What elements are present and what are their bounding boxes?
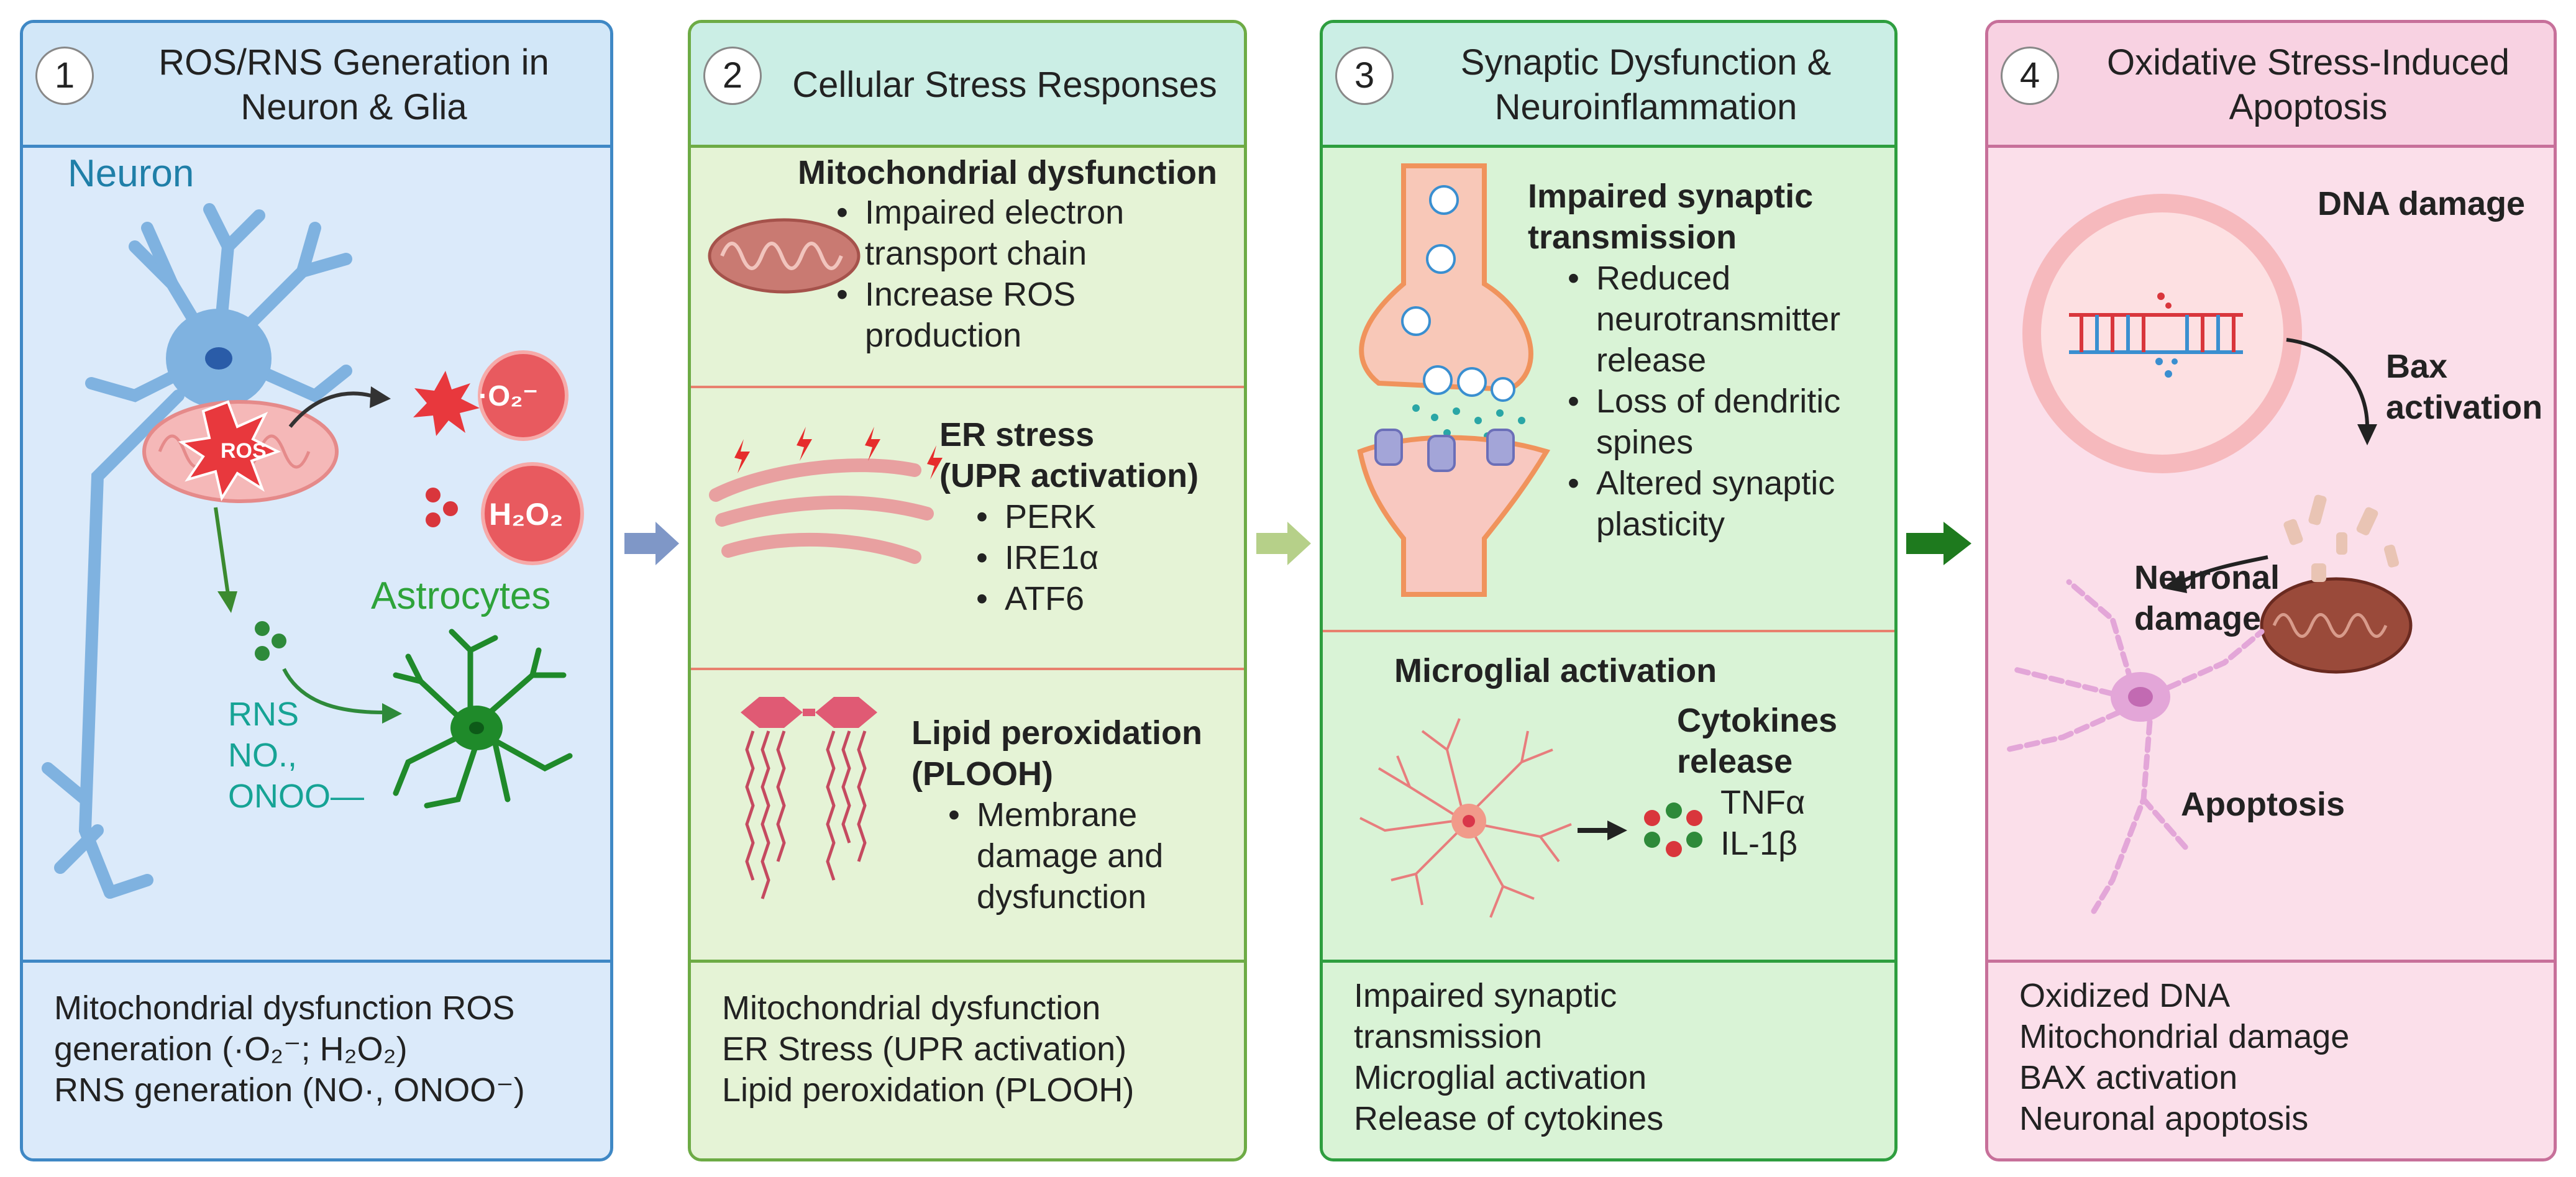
cytokines-heading: release xyxy=(1677,743,1793,780)
dna-damage-label: DNA damage xyxy=(2318,185,2526,222)
section-heading: Lipid peroxidation xyxy=(911,714,1202,752)
step-number: 1 xyxy=(35,47,94,105)
panel-header: 3 Synaptic Dysfunction & Neuroinflammati… xyxy=(1323,23,1894,148)
section-heading: ER stress xyxy=(939,416,1095,453)
section-divider xyxy=(691,386,1244,388)
bullet-item: PERK xyxy=(967,496,1098,537)
bullet-item: Loss of dendritic spines xyxy=(1559,381,1894,463)
summary-line: transmission xyxy=(1354,1018,1543,1055)
bullet-item: IRE1α xyxy=(967,537,1098,578)
panel-synaptic-dysfunction: 3 Synaptic Dysfunction & Neuroinflammati… xyxy=(1320,20,1898,1161)
panel-ros-rns-generation: 1 ROS/RNS Generation in Neuron & Glia Ne… xyxy=(20,20,613,1161)
summary-line: generation (·O₂⁻; H₂O₂) xyxy=(54,1030,408,1068)
section-heading: (PLOOH) xyxy=(911,755,1053,793)
astrocytes-label: Astrocytes xyxy=(371,575,551,617)
bullet-item: ATF6 xyxy=(967,578,1098,619)
summary-line: Impaired synaptic xyxy=(1354,977,1617,1014)
rns-label-3: ONOO— xyxy=(228,778,365,815)
summary-line: Mitochondrial damage xyxy=(2019,1018,2350,1055)
section-heading: transmission xyxy=(1528,219,1737,256)
summary-line: Release of cytokines xyxy=(1354,1100,1664,1137)
panel-title: ROS/RNS Generation in Neuron & Glia xyxy=(158,42,549,127)
bullet-item: Reduced neurotransmitter release xyxy=(1559,258,1894,381)
synapse-illustration xyxy=(1357,163,1702,918)
neuronal-damage-label: damage xyxy=(2134,600,2262,637)
bullet-list: PERK IRE1α ATF6 xyxy=(967,496,1098,619)
h2o2-label: H₂O₂ xyxy=(489,497,564,532)
neuronal-damage-label: Neuronal xyxy=(2134,559,2280,596)
cytokine-item: IL-1β xyxy=(1720,825,1798,862)
panel-cellular-stress: 2 Cellular Stress Responses xyxy=(688,20,1247,1161)
bullet-list: Impaired electron transport chain Increa… xyxy=(828,192,1151,356)
flow-arrow-2 xyxy=(1256,522,1311,565)
superoxide-label: ·O₂⁻ xyxy=(478,379,538,412)
bullet-item: Membrane damage and dysfunction xyxy=(939,794,1200,917)
bullet-item: Impaired electron transport chain xyxy=(828,192,1151,274)
summary-line: Microglial activation xyxy=(1354,1059,1647,1096)
summary-line: Mitochondrial dysfunction ROS xyxy=(54,989,515,1027)
flow-arrow-3 xyxy=(1906,522,1971,565)
apoptosis-label: Apoptosis xyxy=(2181,786,2345,823)
summary-line: Oxidized DNA xyxy=(2019,977,2231,1014)
panel-apoptosis: 4 Oxidative Stress-Induced Apoptosis xyxy=(1985,20,2557,1161)
summary-line: RNS generation (NO·, ONOO⁻) xyxy=(54,1071,525,1109)
bullet-item: Altered synaptic plasticity xyxy=(1559,463,1894,545)
panel-summary: Mitochondrial dysfunction ROS generation… xyxy=(23,960,610,1158)
panel-summary: Mitochondrial dysfunction ER Stress (UPR… xyxy=(691,960,1244,1158)
bax-activation-label: activation xyxy=(2386,389,2543,426)
stress-illustrations xyxy=(708,218,943,899)
panel-header: 2 Cellular Stress Responses xyxy=(691,23,1244,148)
rns-label-2: NO., xyxy=(228,737,298,774)
neuron-label: Neuron xyxy=(68,152,194,195)
cytokine-item: TNFα xyxy=(1720,784,1806,821)
summary-line: BAX activation xyxy=(2019,1059,2238,1096)
rns-label-1: RNS xyxy=(228,696,299,733)
panel-summary: Impaired synaptic transmission Microglia… xyxy=(1323,960,1894,1158)
neuron-illustration xyxy=(42,203,584,899)
step-number: 3 xyxy=(1335,47,1394,105)
panel-title: Synaptic Dysfunction & Neuroinflammation xyxy=(1460,42,1832,127)
section-divider xyxy=(1323,630,1894,632)
bullet-item: Increase ROS production xyxy=(828,274,1151,356)
panel-title: Cellular Stress Responses xyxy=(792,64,1217,105)
section-heading: Microglial activation xyxy=(1394,652,1717,689)
bullet-list: Membrane damage and dysfunction xyxy=(939,794,1200,917)
step-number: 2 xyxy=(703,47,762,105)
summary-line: ER Stress (UPR activation) xyxy=(722,1030,1127,1068)
flow-arrow-1 xyxy=(624,522,679,565)
section-heading: (UPR activation) xyxy=(939,457,1199,494)
section-divider xyxy=(691,668,1244,670)
cytokines-heading: Cytokines xyxy=(1677,702,1838,739)
bax-activation-label: Bax xyxy=(2386,348,2448,385)
section-heading: Mitochondrial dysfunction xyxy=(798,154,1217,191)
ros-label: ROS xyxy=(221,439,267,463)
summary-line: Neuronal apoptosis xyxy=(2019,1100,2309,1137)
summary-line: Mitochondrial dysfunction xyxy=(722,989,1101,1027)
bullet-list: Reduced neurotransmitter release Loss of… xyxy=(1559,258,1894,545)
summary-line: Lipid peroxidation (PLOOH) xyxy=(722,1071,1135,1109)
panel-summary: Oxidized DNA Mitochondrial damage BAX ac… xyxy=(1988,960,2554,1158)
apoptosis-illustration xyxy=(2004,194,2413,914)
section-heading: Impaired synaptic xyxy=(1528,178,1814,215)
panel-header: 4 Oxidative Stress-Induced Apoptosis xyxy=(1988,23,2554,148)
panel-header: 1 ROS/RNS Generation in Neuron & Glia xyxy=(23,23,610,148)
panel-title: Oxidative Stress-Induced Apoptosis xyxy=(2107,42,2510,127)
step-number: 4 xyxy=(2001,47,2059,105)
